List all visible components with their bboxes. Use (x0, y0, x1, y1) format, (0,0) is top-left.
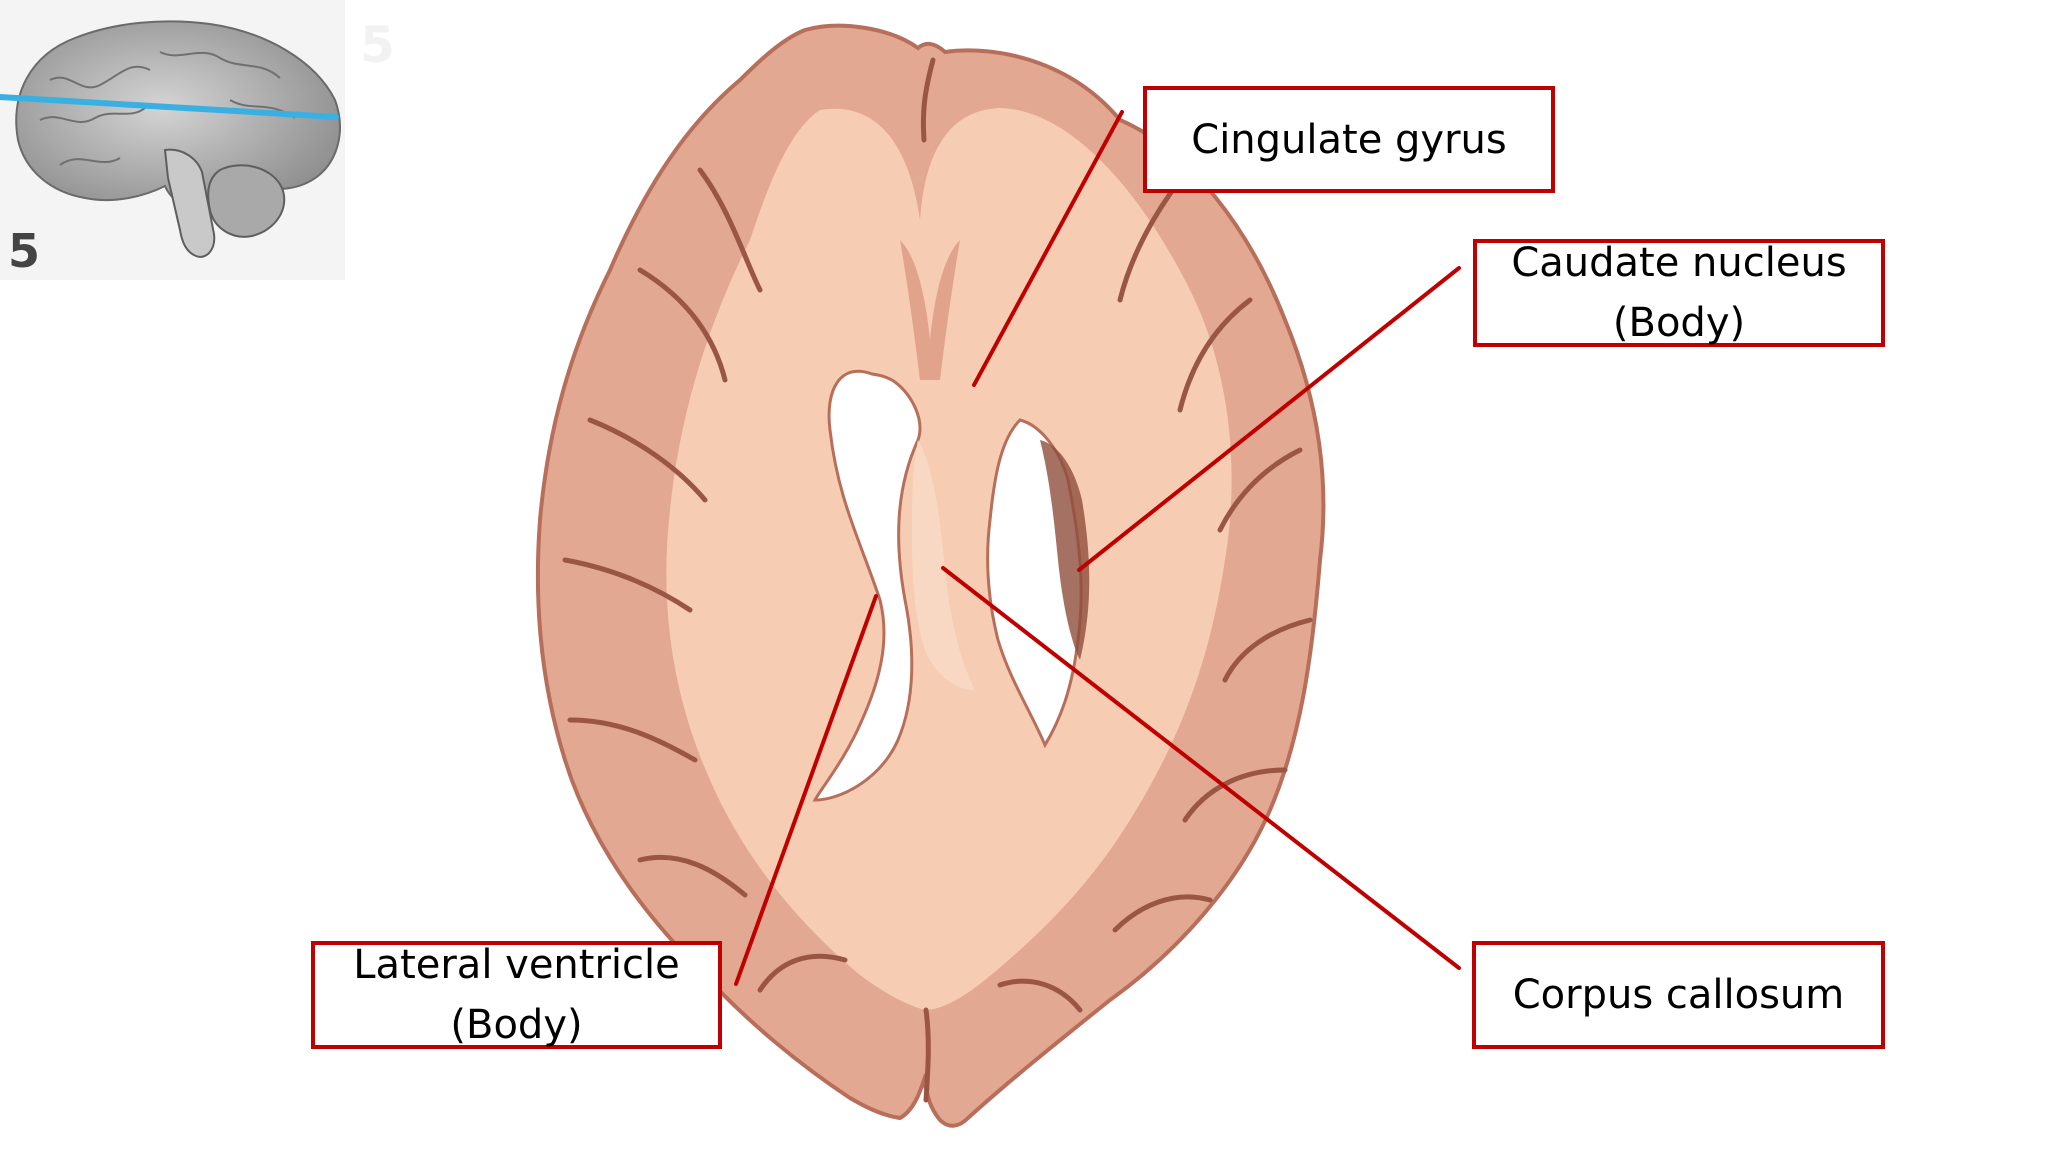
caudate-shadow (1040, 440, 1090, 660)
leader-lines (734, 110, 1461, 986)
label-lateral-ventricle-line1: Lateral ventricle (353, 942, 680, 988)
inset-brain-illustration (0, 0, 345, 280)
sulci (562, 57, 1313, 1103)
label-caudate-nucleus: Caudate nucleus (Body) (1473, 239, 1885, 347)
label-caudate-nucleus-line2: (Body) (1612, 300, 1746, 346)
leader-line-cingulate-gyrus (972, 110, 1124, 387)
inset-brainstem (163, 148, 216, 258)
inset-cerebrum (15, 20, 341, 214)
inset-gyri (39, 51, 296, 166)
label-corpus-callosum-text: Corpus callosum (1512, 972, 1845, 1018)
label-caudate-nucleus-line1: Caudate nucleus (1511, 240, 1847, 286)
leader-line-lateral-ventricle (734, 594, 878, 986)
corpus-callosum-region (912, 440, 975, 690)
label-cingulate-gyrus: Cingulate gyrus (1143, 86, 1555, 193)
label-lateral-ventricle-line2: (Body) (450, 1002, 583, 1048)
leader-line-caudate-nucleus (1077, 266, 1461, 572)
brain-slice (535, 23, 1326, 1128)
label-lateral-ventricle: Lateral ventricle (Body) (311, 941, 722, 1049)
inset-cerebellum (207, 164, 286, 238)
cingulate-region (900, 240, 960, 380)
left-lateral-ventricle (812, 369, 922, 802)
slice-plane-line (0, 94, 339, 120)
inset-slice-number: 5 (8, 224, 41, 278)
label-cingulate-gyrus-text: Cingulate gyrus (1191, 116, 1507, 163)
inset-ghost-number: 5 (360, 16, 395, 74)
leader-line-corpus-callosum (941, 566, 1461, 970)
label-corpus-callosum: Corpus callosum (1472, 941, 1885, 1049)
